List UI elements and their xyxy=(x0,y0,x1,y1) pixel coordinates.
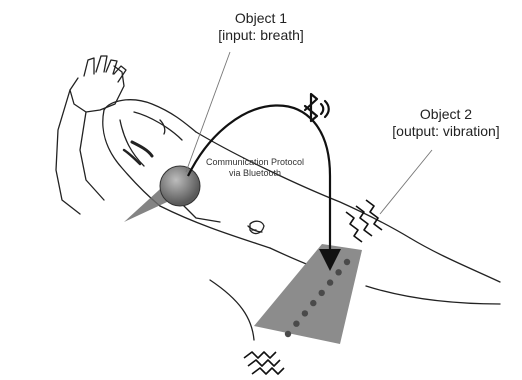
protocol-line2: via Bluetooth xyxy=(196,168,314,179)
vibration-motor-dot xyxy=(302,310,308,316)
vibration-motor-dot xyxy=(335,269,341,275)
vibration-motor-dot xyxy=(319,290,325,296)
vibration-motor-dot xyxy=(327,279,333,285)
object2-leader xyxy=(380,150,432,214)
breath-ball xyxy=(160,166,200,206)
object2-title: Object 2 xyxy=(370,106,522,123)
object1-subtitle: [input: breath] xyxy=(196,27,326,44)
vibration-motor-dot xyxy=(310,300,316,306)
communication-arrow xyxy=(188,105,330,260)
object1-label: Object 1 [input: breath] xyxy=(196,10,326,44)
object1-leader xyxy=(186,52,230,172)
object2-subtitle: [output: vibration] xyxy=(370,123,522,140)
vibration-motor-dot xyxy=(293,321,299,327)
protocol-label: Communication Protocol via Bluetooth xyxy=(196,157,314,179)
vibration-icon-bottom xyxy=(244,352,284,374)
vibration-belt xyxy=(254,244,362,344)
object1-title: Object 1 xyxy=(196,10,326,27)
vibration-icon-top xyxy=(346,200,382,242)
raised-arm xyxy=(56,56,126,214)
vibration-motor-dot xyxy=(285,331,291,337)
protocol-line1: Communication Protocol xyxy=(196,157,314,168)
object2-label: Object 2 [output: vibration] xyxy=(370,106,522,140)
vibration-motor-dot xyxy=(344,259,350,265)
